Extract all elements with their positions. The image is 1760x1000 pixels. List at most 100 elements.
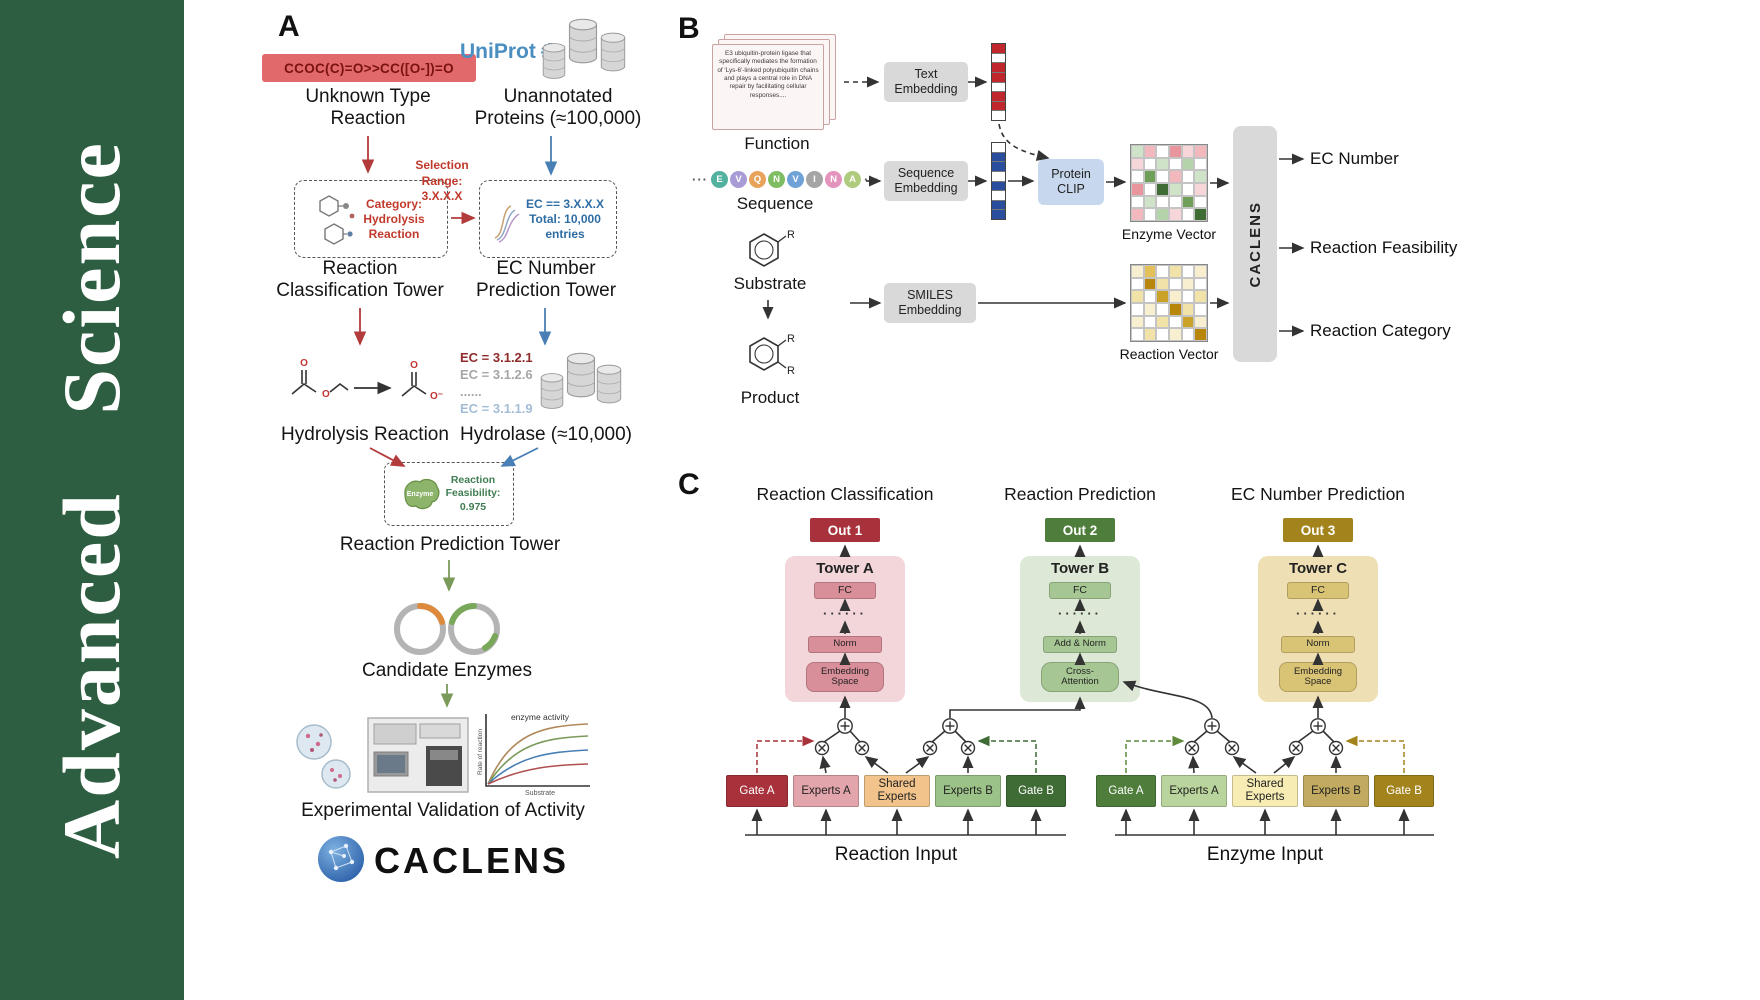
vector-cell — [1169, 208, 1182, 221]
sequence-caption: Sequence — [736, 194, 814, 213]
vector-cell — [1194, 182, 1207, 196]
lab-validation-graphic: enzyme activity Rate of reaction Substra… — [296, 712, 590, 797]
ec-note: EC == 3.X.X.X Total: 10,000 entries — [525, 196, 605, 241]
tower-a-dots: ······ — [823, 606, 867, 621]
output-reaction-category: Reaction Category — [1310, 321, 1451, 340]
vector-cell — [1131, 265, 1144, 278]
shared-experts-enzyme: Shared Experts — [1232, 775, 1298, 807]
svg-text:O: O — [322, 389, 330, 400]
vector-cell — [1131, 157, 1144, 171]
vector-cell — [1143, 265, 1157, 278]
substrate-caption: Substrate — [733, 274, 807, 293]
journal-title: Advanced Science — [46, 141, 137, 859]
gate-a-reaction: Gate A — [726, 775, 788, 807]
vector-cell — [992, 191, 1005, 201]
tower-a-fc-box: FC — [814, 582, 876, 599]
vector-cell — [1169, 195, 1182, 209]
vector-cell — [1131, 302, 1144, 316]
vector-cell — [1156, 170, 1169, 183]
plasmid-icons — [394, 602, 500, 655]
gate-b-enzyme: Gate B — [1374, 775, 1434, 807]
ec-number-item: EC = 3.1.2.1 — [460, 350, 533, 365]
category-note: Category: Hydrolysis Reaction — [363, 196, 425, 241]
vector-cell — [992, 44, 1005, 54]
vector-cell — [992, 143, 1005, 153]
residue-q: Q — [749, 171, 766, 188]
vector-cell — [1169, 315, 1182, 329]
vector-cell — [992, 72, 1005, 83]
sample-dish-icon — [321, 759, 351, 789]
vector-cell — [1131, 195, 1144, 209]
vector-cell — [992, 210, 1005, 219]
vector-cell — [992, 53, 1005, 64]
vector-cell — [1143, 170, 1157, 183]
shared-experts-reaction: Shared Experts — [864, 775, 930, 807]
vector-cell — [1143, 182, 1157, 196]
vector-cell — [1131, 315, 1144, 329]
vector-cell — [1194, 145, 1207, 158]
output-reaction-feasibility: Reaction Feasibility — [1310, 238, 1458, 257]
ec-number-item: ...... — [460, 383, 482, 399]
reaction-smiles-box: CCOC(C)=O>>CC([O-])=O — [262, 54, 476, 82]
text-embedding-box: Text Embedding — [884, 62, 968, 102]
acetate-molecule-icon: O O⁻ — [401, 360, 443, 402]
vector-cell — [1181, 145, 1195, 158]
tower-c-norm-box: Norm — [1281, 636, 1355, 653]
unannotated-proteins-caption: Unannotated Proteins (≈100,000) — [474, 86, 642, 130]
vector-cell — [1131, 170, 1144, 183]
vector-cell — [1156, 290, 1169, 303]
caclens-logo-icon — [318, 836, 364, 882]
function-card-text: E3 ubiquitin-protein ligase that specifi… — [717, 50, 819, 99]
residue-n: N — [768, 171, 785, 188]
vector-cell — [1181, 170, 1195, 183]
graph-xlabel: Substrate — [525, 790, 555, 797]
tower-b-fc-box: FC — [1049, 582, 1111, 599]
vector-cell — [1143, 302, 1157, 316]
selection-range-note: Selection Range: 3.X.X.X — [415, 158, 469, 204]
product-r-label: R — [787, 333, 795, 345]
tower-b-cross-attention-box: Cross- Attention — [1041, 662, 1119, 692]
vector-cell — [1143, 328, 1157, 341]
feasibility-note: Reaction Feasibility: 0.975 — [445, 473, 501, 513]
ec-tower-caption: EC Number Prediction Tower — [475, 258, 617, 302]
vector-cell — [1143, 208, 1157, 221]
ec-number-item: EC = 3.1.2.6 — [460, 366, 533, 382]
substrate-molecule-icon: R — [749, 229, 794, 267]
classification-tower-caption: Reaction Classification Tower — [276, 258, 444, 302]
vector-cell — [992, 101, 1005, 112]
reaction-input-label: Reaction Input — [834, 844, 958, 865]
substrate-r-label: R — [787, 229, 794, 241]
unknown-reaction-caption: Unknown Type Reaction — [305, 86, 431, 130]
vector-cell — [1181, 182, 1195, 196]
uniprot-logo-text: UniProt — [460, 40, 536, 63]
vector-cell — [1194, 208, 1207, 221]
vector-cell — [1194, 328, 1207, 341]
column-title-ec-number-prediction: EC Number Prediction — [1230, 484, 1406, 504]
tower-c-dots: ······ — [1296, 606, 1340, 621]
vector-cell — [1156, 265, 1169, 278]
tower-b: Tower B FC ······ Add & Norm Cross- Atte… — [1020, 556, 1140, 702]
residue-v: V — [730, 171, 747, 188]
vector-cell — [992, 181, 1005, 192]
residue-n: N — [825, 171, 842, 188]
activity-graph-axes — [485, 714, 590, 787]
enzyme-blob-icon: Enzyme — [403, 478, 439, 510]
graph-ylabel: Rate of reaction — [477, 729, 484, 775]
vector-cell — [1194, 277, 1207, 291]
product-caption: Product — [740, 388, 800, 407]
vector-cell — [1181, 208, 1195, 221]
panel-b-arrows — [762, 76, 1305, 337]
tower-a-norm-box: Norm — [808, 636, 882, 653]
vector-cell — [1194, 302, 1207, 316]
sum-operator-icon — [837, 718, 1326, 734]
enzyme-input-label: Enzyme Input — [1206, 844, 1324, 865]
experts-b-enzyme: Experts B — [1303, 775, 1369, 807]
vector-cell — [1181, 157, 1195, 171]
vector-cell — [1143, 145, 1157, 158]
out-1-box: Out 1 — [810, 518, 880, 542]
reaction-vector-grid — [1130, 264, 1208, 342]
vector-cell — [992, 171, 1005, 182]
reaction-vector-caption: Reaction Vector — [1119, 346, 1219, 362]
vector-cell — [1156, 208, 1169, 221]
